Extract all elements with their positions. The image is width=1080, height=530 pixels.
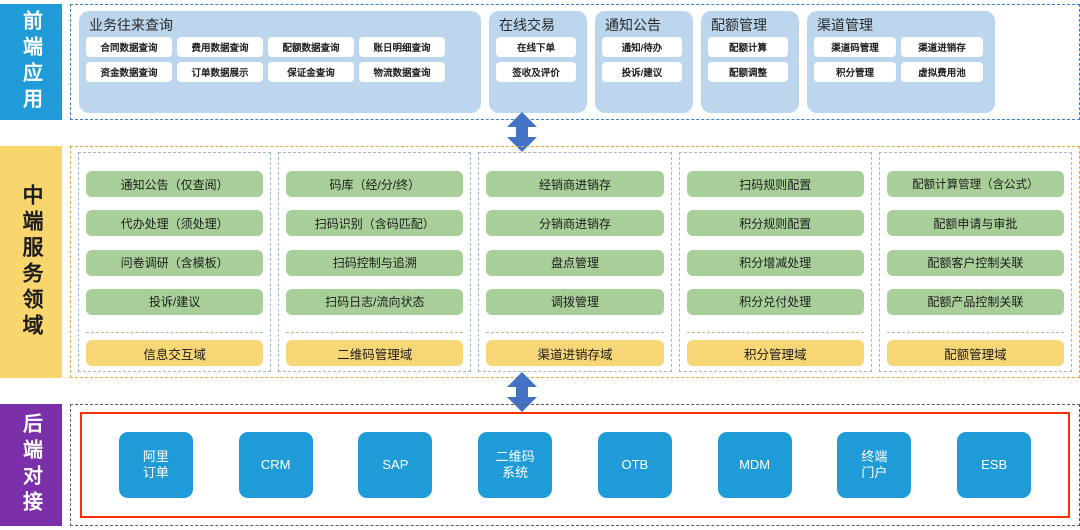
middle-item[interactable]: 积分增减处理 bbox=[686, 249, 864, 276]
front-chip[interactable]: 配额调整 bbox=[708, 62, 788, 82]
back-end-systems-rail: 阿里 订单 CRM SAP 二维码 系统 OTB MDM 终端 门户 ESB bbox=[80, 412, 1070, 518]
double-arrow-icon bbox=[505, 372, 539, 412]
front-card-chip-grid: 配额计算 配额调整 bbox=[708, 37, 792, 107]
front-chip[interactable]: 资金数据查询 bbox=[86, 62, 172, 82]
middle-column-items: 经销商进销存 分销商进销存 盘点管理 调拨管理 bbox=[486, 158, 664, 333]
middle-item[interactable]: 码库（经/分/终） bbox=[286, 171, 464, 198]
front-card-title: 业务往来查询 bbox=[89, 17, 173, 33]
back-system-box[interactable]: 阿里 订单 bbox=[118, 432, 193, 498]
front-chip[interactable]: 账日明细查询 bbox=[359, 37, 445, 57]
back-system-box[interactable]: ESB bbox=[957, 432, 1032, 498]
front-chip[interactable]: 配额计算 bbox=[708, 37, 788, 57]
double-arrow-vertical-icon bbox=[507, 372, 537, 412]
middle-column-items: 扫码规则配置 积分规则配置 积分增减处理 积分兑付处理 bbox=[686, 158, 864, 333]
middle-columns-container: 通知公告（仅查阅） 代办处理（须处理） 问卷调研（含模板） 投诉/建议 信息交互… bbox=[70, 146, 1080, 378]
front-chip[interactable]: 投诉/建议 bbox=[602, 62, 682, 82]
middle-domain-label[interactable]: 二维码管理域 bbox=[286, 340, 464, 366]
front-card-quota[interactable]: 配额管理 配额计算 配额调整 bbox=[701, 11, 799, 113]
middle-column-points: 扫码规则配置 积分规则配置 积分增减处理 积分兑付处理 积分管理域 bbox=[678, 152, 872, 372]
middle-item[interactable]: 配额客户控制关联 bbox=[886, 249, 1065, 276]
back-end-layer: 后端对接 阿里 订单 CRM SAP 二维码 系统 OTB MDM 终端 门户 … bbox=[0, 404, 1080, 526]
back-end-layer-label: 后端对接 bbox=[0, 404, 62, 526]
front-card-chip-grid: 渠道码管理 渠道进销存 积分管理 虚拟费用池 bbox=[814, 37, 988, 107]
front-card-business-query[interactable]: 业务往来查询 合同数据查询 费用数据查询 配额数据查询 账日明细查询 资金数据查… bbox=[79, 11, 481, 113]
middle-column-channel-inventory: 经销商进销存 分销商进销存 盘点管理 调拨管理 渠道进销存域 bbox=[478, 152, 672, 372]
middle-layer: 中端服务领域 通知公告（仅查阅） 代办处理（须处理） 问卷调研（含模板） 投诉/… bbox=[0, 146, 1080, 378]
front-end-layer-label: 前端应用 bbox=[0, 4, 62, 120]
front-chip[interactable]: 合同数据查询 bbox=[86, 37, 172, 57]
front-card-title: 渠道管理 bbox=[817, 17, 873, 33]
front-card-channel[interactable]: 渠道管理 渠道码管理 渠道进销存 积分管理 虚拟费用池 bbox=[807, 11, 995, 113]
middle-item[interactable]: 积分规则配置 bbox=[686, 210, 864, 237]
middle-item[interactable]: 分销商进销存 bbox=[486, 210, 664, 237]
back-system-box[interactable]: 终端 门户 bbox=[837, 432, 912, 498]
back-system-box[interactable]: CRM bbox=[238, 432, 313, 498]
back-system-box[interactable]: OTB bbox=[597, 432, 672, 498]
middle-column-info-interaction: 通知公告（仅查阅） 代办处理（须处理） 问卷调研（含模板） 投诉/建议 信息交互… bbox=[78, 152, 272, 372]
middle-domain-label[interactable]: 信息交互域 bbox=[86, 340, 264, 366]
front-chip[interactable]: 在线下单 bbox=[496, 37, 576, 57]
front-chip[interactable]: 费用数据查询 bbox=[177, 37, 263, 57]
middle-column-quota: 配额计算管理（含公式） 配额申请与审批 配额客户控制关联 配额产品控制关联 配额… bbox=[878, 152, 1073, 372]
front-chip[interactable]: 物流数据查询 bbox=[359, 62, 445, 82]
middle-domain-label[interactable]: 积分管理域 bbox=[686, 340, 864, 366]
middle-item[interactable]: 经销商进销存 bbox=[486, 171, 664, 198]
front-card-chip-grid: 合同数据查询 费用数据查询 配额数据查询 账日明细查询 资金数据查询 订单数据展… bbox=[86, 37, 474, 107]
middle-column-items: 通知公告（仅查阅） 代办处理（须处理） 问卷调研（含模板） 投诉/建议 bbox=[86, 158, 264, 333]
back-system-box[interactable]: MDM bbox=[717, 432, 792, 498]
middle-item[interactable]: 投诉/建议 bbox=[86, 288, 264, 315]
middle-item[interactable]: 配额产品控制关联 bbox=[886, 288, 1065, 315]
front-chip[interactable]: 渠道码管理 bbox=[814, 37, 896, 57]
middle-item[interactable]: 扫码控制与追溯 bbox=[286, 249, 464, 276]
middle-item[interactable]: 问卷调研（含模板） bbox=[86, 249, 264, 276]
front-card-chip-grid: 在线下单 签收及评价 bbox=[496, 37, 580, 107]
front-card-notice[interactable]: 通知公告 通知/待办 投诉/建议 bbox=[595, 11, 693, 113]
front-card-title: 在线交易 bbox=[499, 17, 555, 33]
middle-item[interactable]: 调拨管理 bbox=[486, 288, 664, 315]
front-card-title: 通知公告 bbox=[605, 17, 661, 33]
double-arrow-vertical-icon bbox=[507, 112, 537, 152]
front-chip[interactable]: 订单数据展示 bbox=[177, 62, 263, 82]
front-card-chip-grid: 通知/待办 投诉/建议 bbox=[602, 37, 686, 107]
front-chip[interactable]: 渠道进销存 bbox=[901, 37, 983, 57]
front-chip[interactable]: 配额数据查询 bbox=[268, 37, 354, 57]
middle-column-items: 码库（经/分/终） 扫码识别（含码匹配） 扫码控制与追溯 扫码日志/流向状态 bbox=[286, 158, 464, 333]
middle-item[interactable]: 配额申请与审批 bbox=[886, 210, 1065, 237]
middle-domain-label[interactable]: 配额管理域 bbox=[886, 340, 1065, 366]
double-arrow-icon bbox=[505, 112, 539, 152]
middle-item[interactable]: 扫码识别（含码匹配） bbox=[286, 210, 464, 237]
middle-item[interactable]: 通知公告（仅查阅） bbox=[86, 171, 264, 198]
back-system-box[interactable]: SAP bbox=[358, 432, 433, 498]
front-chip[interactable]: 虚拟费用池 bbox=[901, 62, 983, 82]
front-card-online-trade[interactable]: 在线交易 在线下单 签收及评价 bbox=[489, 11, 587, 113]
middle-item[interactable]: 配额计算管理（含公式） bbox=[886, 171, 1065, 198]
middle-layer-label: 中端服务领域 bbox=[0, 146, 62, 378]
middle-item[interactable]: 扫码规则配置 bbox=[686, 171, 864, 198]
middle-column-items: 配额计算管理（含公式） 配额申请与审批 配额客户控制关联 配额产品控制关联 bbox=[886, 158, 1065, 333]
middle-domain-label[interactable]: 渠道进销存域 bbox=[486, 340, 664, 366]
middle-item[interactable]: 盘点管理 bbox=[486, 249, 664, 276]
middle-item[interactable]: 扫码日志/流向状态 bbox=[286, 288, 464, 315]
back-end-systems-container: 阿里 订单 CRM SAP 二维码 系统 OTB MDM 终端 门户 ESB bbox=[70, 404, 1080, 526]
front-card-title: 配额管理 bbox=[711, 17, 767, 33]
back-system-box[interactable]: 二维码 系统 bbox=[478, 432, 553, 498]
middle-item[interactable]: 积分兑付处理 bbox=[686, 288, 864, 315]
front-end-cards-container: 业务往来查询 合同数据查询 费用数据查询 配额数据查询 账日明细查询 资金数据查… bbox=[70, 4, 1080, 120]
front-end-layer: 前端应用 业务往来查询 合同数据查询 费用数据查询 配额数据查询 账日明细查询 … bbox=[0, 4, 1080, 120]
front-chip[interactable]: 通知/待办 bbox=[602, 37, 682, 57]
front-chip[interactable]: 签收及评价 bbox=[496, 62, 576, 82]
front-chip[interactable]: 保证金查询 bbox=[268, 62, 354, 82]
front-chip[interactable]: 积分管理 bbox=[814, 62, 896, 82]
middle-column-qrcode: 码库（经/分/终） 扫码识别（含码匹配） 扫码控制与追溯 扫码日志/流向状态 二… bbox=[278, 152, 472, 372]
middle-item[interactable]: 代办处理（须处理） bbox=[86, 210, 264, 237]
